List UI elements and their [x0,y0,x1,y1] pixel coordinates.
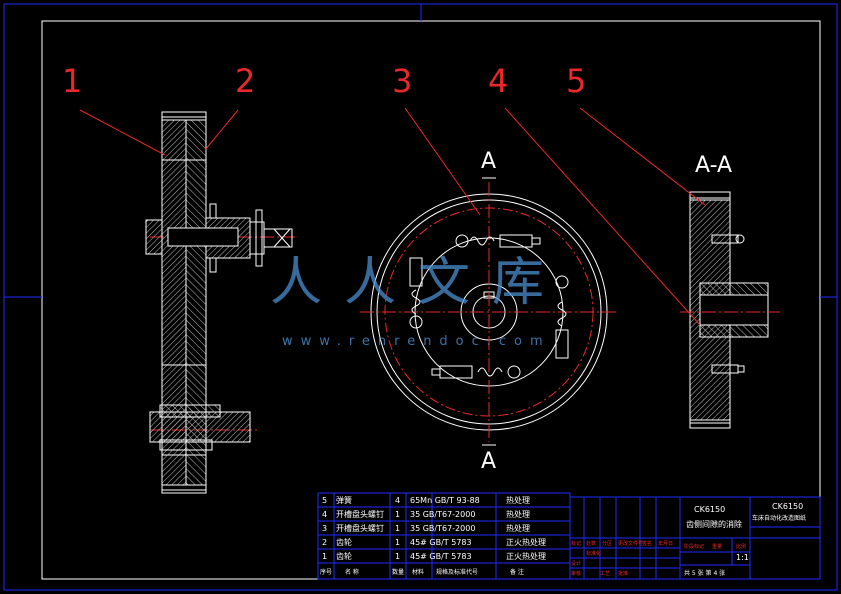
bom-cell-name: 开槽盘头螺钉 [336,523,384,533]
leader-lines [79,107,706,326]
bom-header-material: 材料 [412,568,424,576]
bom-cell-name: 齿轮 [336,551,352,561]
section-label-top: A [481,149,496,174]
title-block-small-labels: 标记处数分区更改文件号签名年月日设计标准化审核 工艺 批准 阶段标记 重量 比例 [571,540,746,577]
bom-cell-no: 3 [322,524,327,533]
front-view [360,177,618,446]
bom-cell-qty: 1 [395,538,400,547]
watermark-cn: 人人文库 [270,253,566,313]
bom-cell-note: 正火热处理 [506,551,546,561]
model-right: CK6150 [772,502,803,511]
bom-cell-no: 1 [322,552,327,561]
bom-cell-name: 弹簧 [336,495,352,505]
bom-cell-note: 热处理 [506,523,530,533]
sheet-info: 共 5 张 第 4 张 [684,569,725,577]
bom-cell-qty: 1 [395,524,400,533]
bom-header-no: 序号 [320,568,332,576]
bom-header-note: 备 注 [510,568,524,576]
bom-cell-name: 齿轮 [336,537,352,547]
title-block-label: 比例 [736,543,746,550]
bom-table [317,492,571,580]
bom-cell-spec: 65Mn GB/T 93-88 [410,496,480,505]
title-block-text: CK6150 齿侧间隙的消除 CK6150 车床自动化改造图纸 1:1 共 5 … [684,502,806,577]
title-block-label: 工艺 [600,571,610,577]
title-block-label: 处数 [586,540,596,547]
bom-header-spec: 规格及标准代号 [436,568,478,576]
scale-value: 1:1 [736,553,749,562]
balloon-5: 5 [566,62,586,100]
title-block-label: 阶段标记 [684,543,704,550]
title-block-label: 分区 [602,540,612,547]
balloon-4: 4 [488,62,508,100]
title-right: 车床自动化改造图纸 [752,514,806,522]
title-block-label: 更改文件号 [618,540,643,547]
title-block-label: 重量 [712,543,722,550]
bom-header-row: 序号 名 称 数量 材料 规格及标准代号 备 注 [320,568,524,576]
bom-cell-qty: 1 [395,552,400,561]
section-aa-view [680,191,780,429]
bom-rows: 5 弹簧 4 65Mn GB/T 93-88 热处理 4 开槽盘头螺钉 1 35 GB/T67-… [322,495,546,561]
bom-cell-no: 4 [322,510,327,519]
bom-cell-qty: 4 [395,496,400,505]
bom-cell-qty: 1 [395,510,400,519]
bom-cell-spec: 35 GB/T67-2000 [410,510,475,519]
model-center: CK6150 [694,505,725,514]
title-block-label: 签名 [642,540,652,547]
bom-header-qty: 数量 [392,568,404,576]
title-block [569,496,821,580]
bom-header-name: 名 称 [345,568,359,576]
bom-cell-spec: 45# GB/T 5783 [410,552,472,561]
balloon-3: 3 [392,62,412,100]
title-block-label: 标准化 [586,550,601,557]
bom-cell-note: 热处理 [506,509,530,519]
title-block-label: 设计 [571,560,581,567]
balloon-1: 1 [62,62,82,100]
bom-cell-note: 热处理 [506,495,530,505]
bom-cell-note: 正火热处理 [506,537,546,547]
bom-cell-no: 5 [322,496,327,505]
watermark-url: www.renrendoc.com [282,334,551,349]
title-block-label: 批准 [618,570,628,577]
bom-cell-spec: 35 GB/T67-2000 [410,524,475,533]
title-block-label: 年月日 [658,540,673,547]
section-view-label: A-A [695,153,732,178]
title-block-label: 标记 [571,540,581,547]
title-block-label: 审核 [571,570,581,577]
bom-cell-spec: 45# GB/T 5783 [410,538,472,547]
title-center: 齿侧间隙的消除 [686,519,742,529]
bom-cell-name: 开槽盘头螺钉 [336,509,384,519]
side-section-view [145,111,295,494]
bom-cell-no: 2 [322,538,327,547]
section-label-bottom: A [481,449,496,474]
balloon-2: 2 [235,62,255,100]
